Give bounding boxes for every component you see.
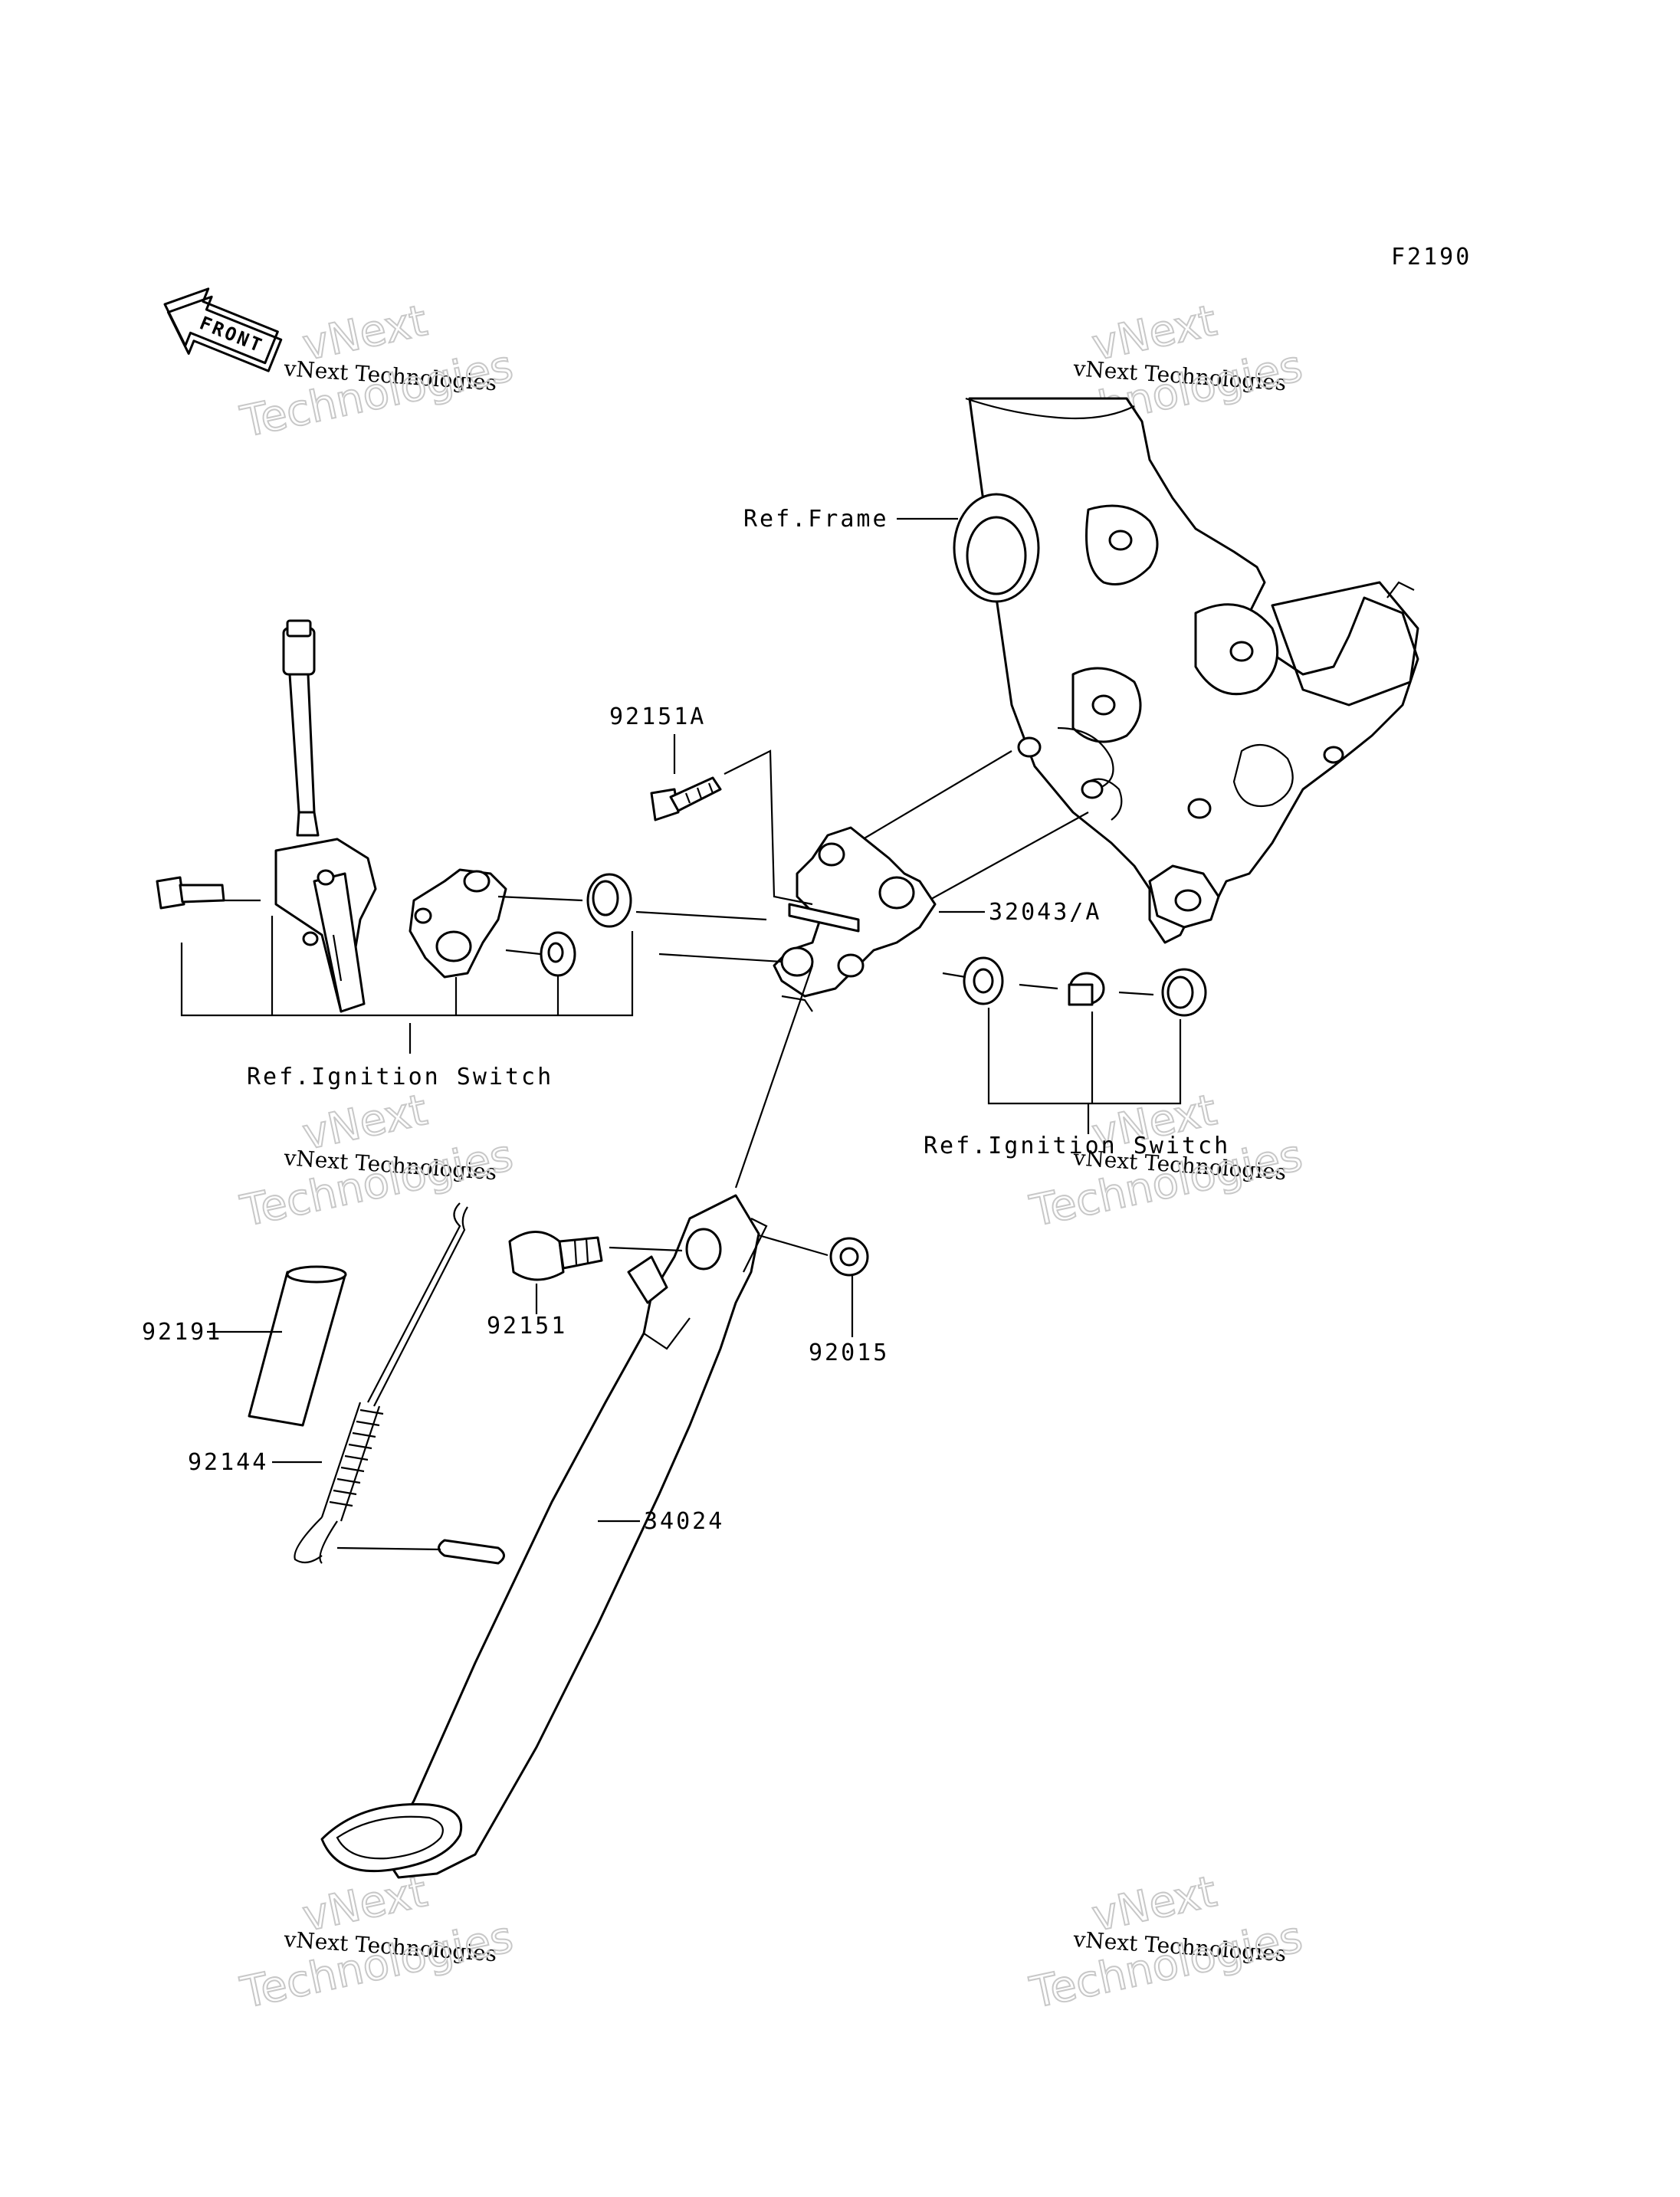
- watermark-top-left: vNext vNext Technologies Technologies: [235, 295, 517, 448]
- label-ref-ignition-right: Ref.Ignition Switch: [924, 1133, 1230, 1159]
- ignition-switch-left-drawing: [156, 619, 783, 1054]
- front-arrow-icon: FRONT: [163, 287, 283, 372]
- watermark-tech: Technologies: [1025, 1912, 1306, 2018]
- label-34024: 34024: [644, 1508, 724, 1535]
- leader-92151a-bracket: [724, 749, 813, 906]
- watermark-bottom-right: vNext vNext Technologies Technologies: [1025, 1866, 1307, 2019]
- label-92144: 92144: [188, 1449, 268, 1476]
- label-32043a: 32043/A: [989, 899, 1101, 926]
- watermark-mid-right: vNext vNext Technologies Technologies: [1025, 1084, 1307, 1238]
- bolt-92151a-drawing: [650, 776, 722, 821]
- ignition-switch-right-drawing: [942, 956, 1207, 1134]
- diagram-code: F2190: [1391, 244, 1472, 271]
- watermark-tech: Technologies: [236, 341, 517, 448]
- bracket-32043a-drawing: [773, 826, 937, 1012]
- spring-92144-drawing: [294, 1202, 505, 1565]
- frame-drawing: [804, 397, 1419, 944]
- cover-92191-drawing: [207, 1265, 347, 1427]
- label-92191: 92191: [142, 1319, 222, 1346]
- watermark-mid-left: vNext vNext Technologies Technologies: [235, 1084, 517, 1238]
- label-92015: 92015: [809, 1340, 889, 1366]
- label-92151a: 92151A: [609, 703, 706, 730]
- side-stand-34024-drawing: [320, 965, 869, 1879]
- watermark-tech: Technologies: [236, 1912, 517, 2018]
- watermark-bottom-left: vNext vNext Technologies Technologies: [235, 1866, 517, 2019]
- label-ref-ignition-left: Ref.Ignition Switch: [247, 1064, 553, 1090]
- watermark-tech: Technologies: [236, 1130, 517, 1237]
- label-ref-frame: Ref.Frame: [743, 506, 889, 533]
- label-92151: 92151: [487, 1313, 567, 1340]
